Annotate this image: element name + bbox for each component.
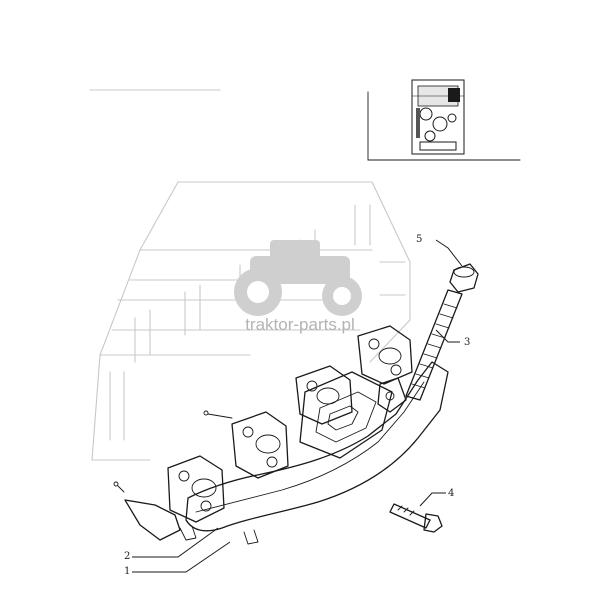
nut[interactable] xyxy=(449,263,479,293)
callout-4: 4 xyxy=(448,488,454,499)
callout-2: 2 xyxy=(124,551,130,562)
callout-5: 5 xyxy=(416,234,422,245)
stud[interactable] xyxy=(405,289,463,401)
engine-thumbnail-icon xyxy=(411,79,465,155)
callout-1: 1 xyxy=(124,566,130,577)
watermark: traktor-parts.pl xyxy=(234,240,362,334)
engine-locator-inset xyxy=(89,79,521,161)
tractor-logo-icon xyxy=(234,240,362,316)
watermark-text: traktor-parts.pl xyxy=(245,315,355,334)
pin xyxy=(113,481,125,493)
callout-3: 3 xyxy=(464,337,470,348)
exhaust-manifold[interactable] xyxy=(167,325,449,545)
bolt-hint xyxy=(203,410,233,419)
bolt[interactable] xyxy=(389,503,443,533)
manifold-gasket[interactable] xyxy=(124,371,393,541)
callout-leaders xyxy=(132,239,463,573)
